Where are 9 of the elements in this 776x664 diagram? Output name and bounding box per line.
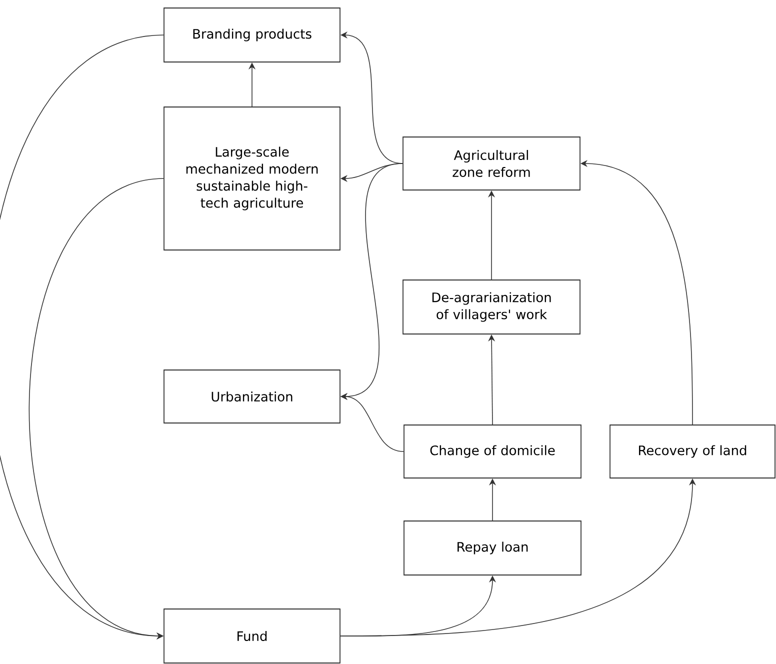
process-box: Large-scale mechanized modern sustainable high-tech agriculture xyxy=(164,106,340,250)
process-box: Urbanization xyxy=(164,370,340,424)
process-box: Recovery of land xyxy=(610,424,776,478)
process-box: Fund xyxy=(164,608,340,664)
process-box: Agricultural zone reform xyxy=(402,136,580,190)
process-box: Change of domicile xyxy=(404,424,582,478)
process-box: De-agrarianization of villagers' work xyxy=(402,280,580,334)
process-box: Repay loan xyxy=(404,520,582,576)
process-box: Branding products xyxy=(164,8,340,62)
